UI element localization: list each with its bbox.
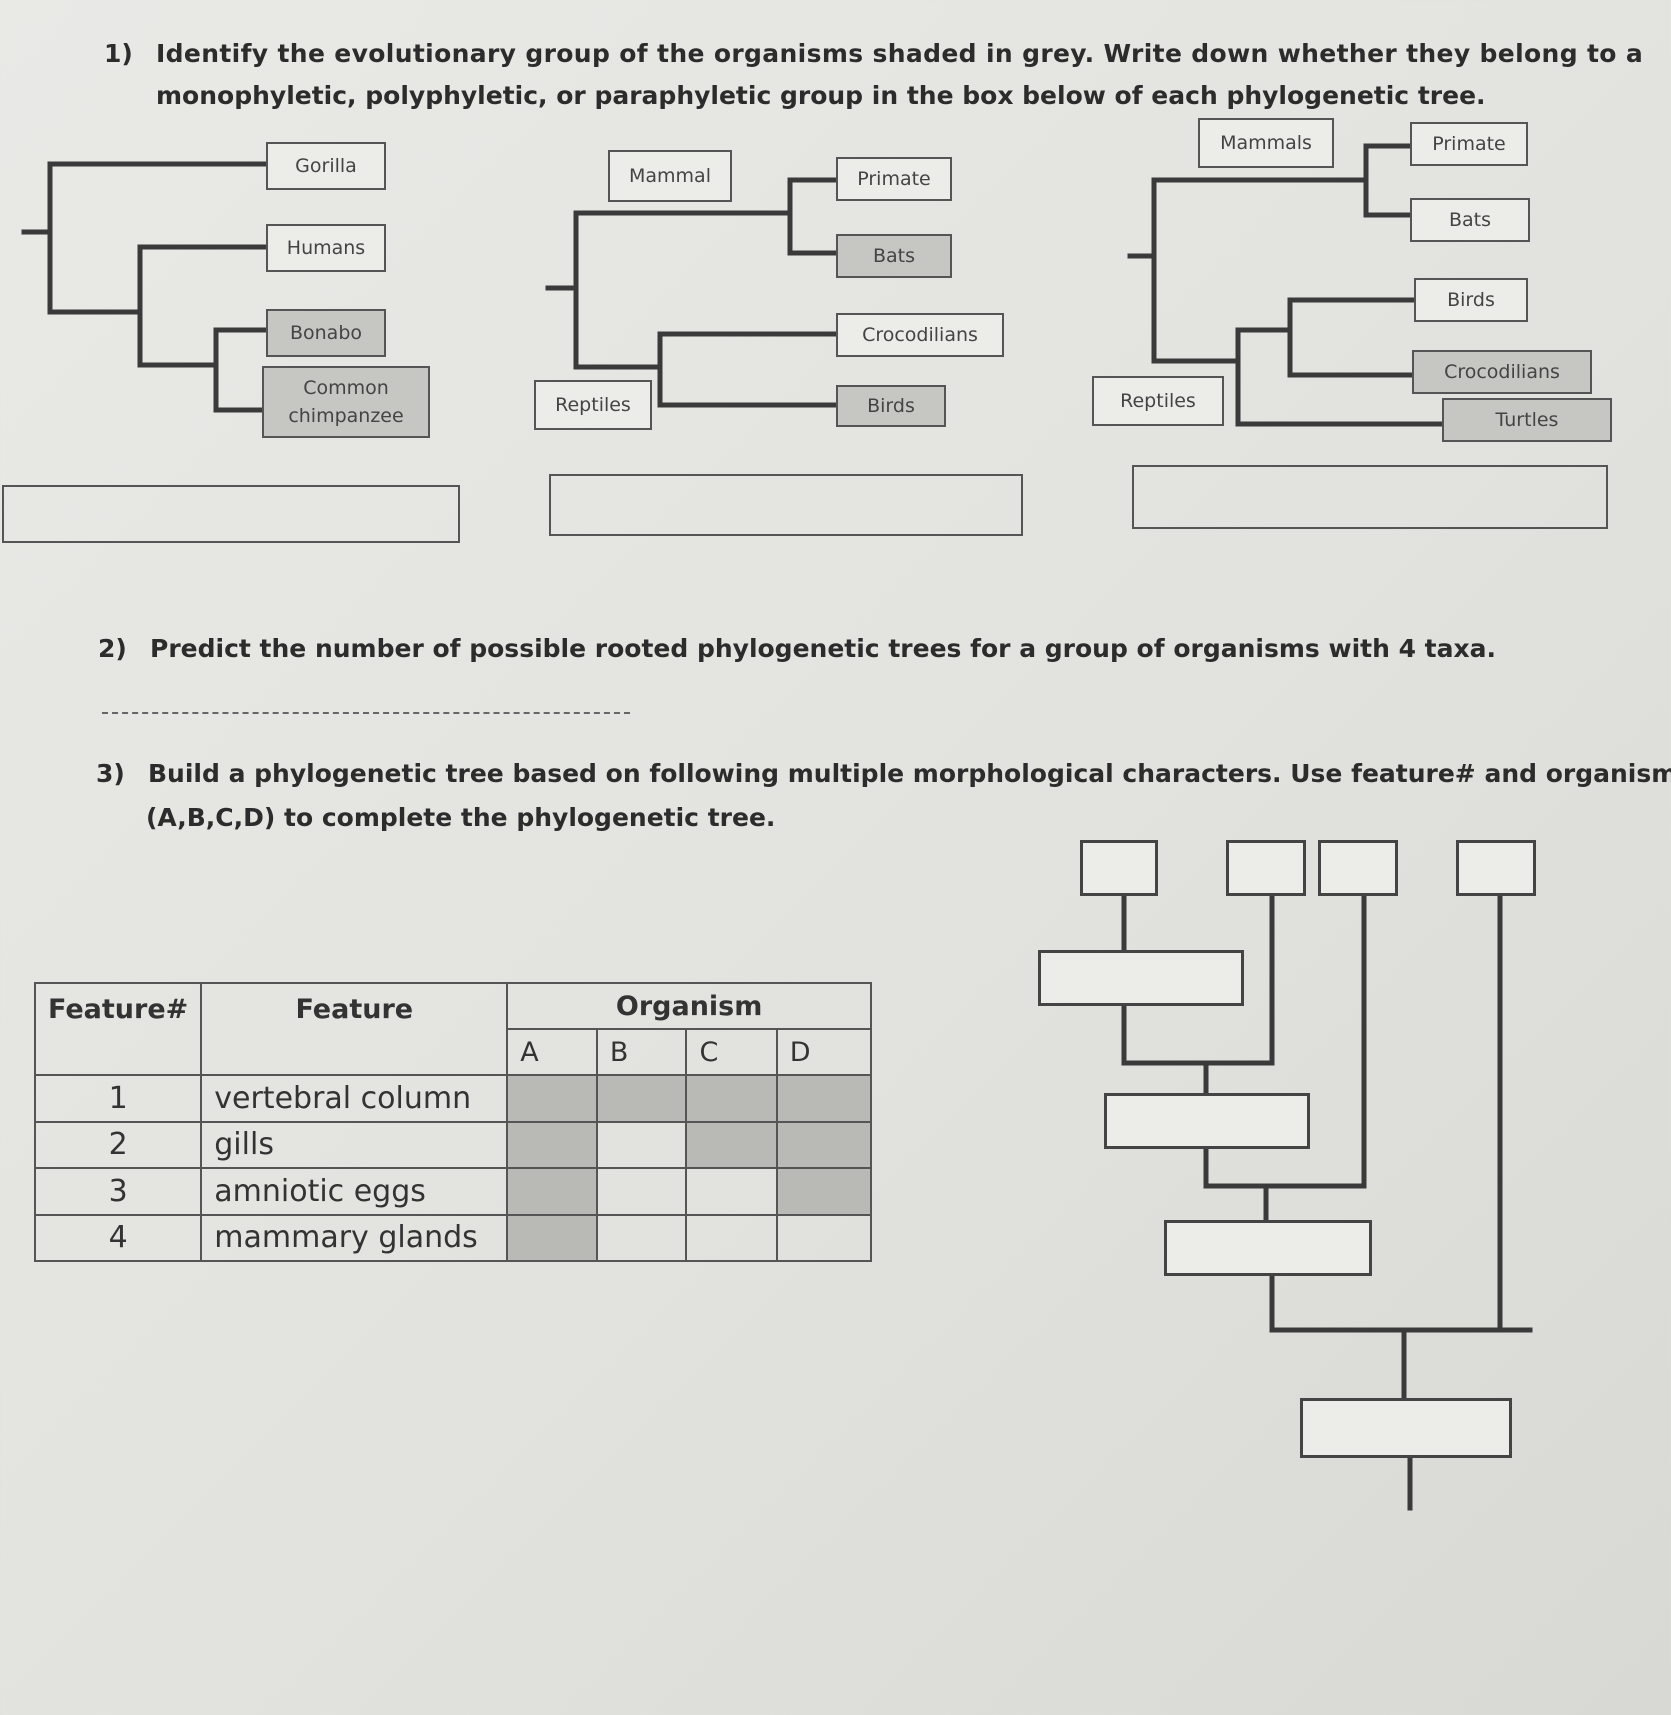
organism-b: B [595, 1028, 688, 1076]
table-row: 1 vertebral column [33, 1074, 873, 1123]
tree-leaf-box-1[interactable] [1080, 840, 1158, 896]
answer-box-tree2[interactable] [549, 474, 1023, 536]
question-1-number: 1) [104, 39, 133, 68]
feature-num: 4 [33, 1213, 203, 1262]
question-1: 1) Identify the evolutionary group of th… [104, 32, 1643, 122]
label-birds-t3: Birds [1414, 278, 1528, 322]
label-mammal: Mammal [608, 150, 732, 202]
label-birds: Birds [836, 385, 946, 427]
organism-a: A [506, 1028, 598, 1076]
cell-d [775, 1213, 873, 1262]
cell-c [685, 1213, 778, 1262]
question-2-number: 2) [98, 634, 127, 663]
cell-a [506, 1120, 598, 1169]
label-bonabo: Bonabo [266, 309, 386, 357]
question-2-text: Predict the number of possible rooted ph… [150, 634, 1496, 663]
cell-c [685, 1167, 778, 1216]
tree-leaf-box-2[interactable] [1226, 840, 1306, 896]
feature-name: amniotic eggs [200, 1167, 509, 1216]
question-3: 3) Build a phylogenetic tree based on fo… [96, 752, 1671, 842]
question-3-number: 3) [96, 759, 125, 788]
label-primate-t3: Primate [1410, 122, 1528, 166]
answer-box-tree1[interactable] [2, 485, 460, 543]
organism-c: C [685, 1028, 778, 1076]
cell-b [595, 1167, 688, 1216]
cell-b [595, 1213, 688, 1262]
question-1-text-line2: monophyletic, polyphyletic, or paraphyle… [156, 81, 1486, 110]
label-primate: Primate [836, 157, 952, 201]
cell-c [685, 1074, 778, 1123]
table-row: 3 amniotic eggs [33, 1167, 873, 1216]
tree2-branches [545, 177, 839, 408]
answer-box-tree3[interactable] [1132, 465, 1608, 529]
label-common-chimpanzee: Common chimpanzee [262, 366, 430, 438]
tree-feature-box-2[interactable] [1104, 1093, 1310, 1149]
label-gorilla: Gorilla [266, 142, 386, 190]
tree-leaf-box-4[interactable] [1456, 840, 1536, 896]
question-2: 2) Predict the number of possible rooted… [98, 627, 1498, 671]
feature-num: 1 [33, 1074, 203, 1123]
tree-feature-box-1[interactable] [1038, 950, 1244, 1006]
organism-row: A B C D [35, 1028, 873, 1076]
label-crocodilians: Crocodilians [836, 313, 1004, 357]
tree-leaf-box-3[interactable] [1318, 840, 1398, 896]
table-row: 2 gills [33, 1120, 873, 1169]
question-3-text-line2: (A,B,C,D) to complete the phylogenetic t… [146, 803, 776, 832]
cell-b [595, 1074, 688, 1123]
feature-name: gills [200, 1120, 509, 1169]
tree-feature-box-3[interactable] [1164, 1220, 1372, 1276]
feature-num: 3 [33, 1167, 203, 1216]
cell-a [506, 1074, 598, 1123]
tree-feature-box-4[interactable] [1300, 1398, 1512, 1458]
organism-d: D [775, 1028, 873, 1076]
cell-d [775, 1167, 873, 1216]
question-1-text-line1: Identify the evolutionary group of the o… [156, 39, 1644, 68]
cell-c [685, 1120, 778, 1169]
header-feature-num: Feature# [33, 982, 203, 1076]
cell-a [506, 1213, 598, 1262]
label-bats-t3: Bats [1410, 198, 1530, 242]
table-row: 4 mammary glands [33, 1213, 873, 1262]
cell-b [595, 1120, 688, 1169]
feature-table: Feature# Feature Organism A B C D 1 vert… [33, 982, 873, 1262]
label-turtles-t3: Turtles [1442, 398, 1612, 442]
table-header-row: Feature# Feature Organism [33, 982, 872, 1076]
label-crocodilians-t3: Crocodilians [1412, 350, 1592, 394]
q3-tree-branches [1121, 893, 1533, 1511]
feature-name: mammary glands [200, 1213, 509, 1262]
label-reptiles-t3: Reptiles [1092, 376, 1224, 426]
label-chimp-line2: chimpanzee [288, 405, 404, 427]
tree1-branches [21, 161, 269, 413]
label-bats: Bats [836, 234, 952, 278]
question-2-answer-line[interactable] [102, 712, 630, 714]
question-3-text-line1: Build a phylogenetic tree based on follo… [148, 759, 1671, 788]
cell-d [775, 1074, 873, 1123]
cell-d [775, 1120, 873, 1169]
header-organism: Organism [506, 982, 872, 1030]
tree3-branches [1127, 143, 1445, 427]
feature-name: vertebral column [200, 1074, 509, 1123]
label-reptiles: Reptiles [534, 380, 652, 430]
feature-num: 2 [33, 1120, 203, 1169]
label-mammals: Mammals [1198, 118, 1334, 168]
label-chimp-line1: Common [303, 377, 389, 399]
cell-a [506, 1167, 598, 1216]
label-humans: Humans [266, 224, 386, 272]
header-feature: Feature [200, 982, 509, 1076]
